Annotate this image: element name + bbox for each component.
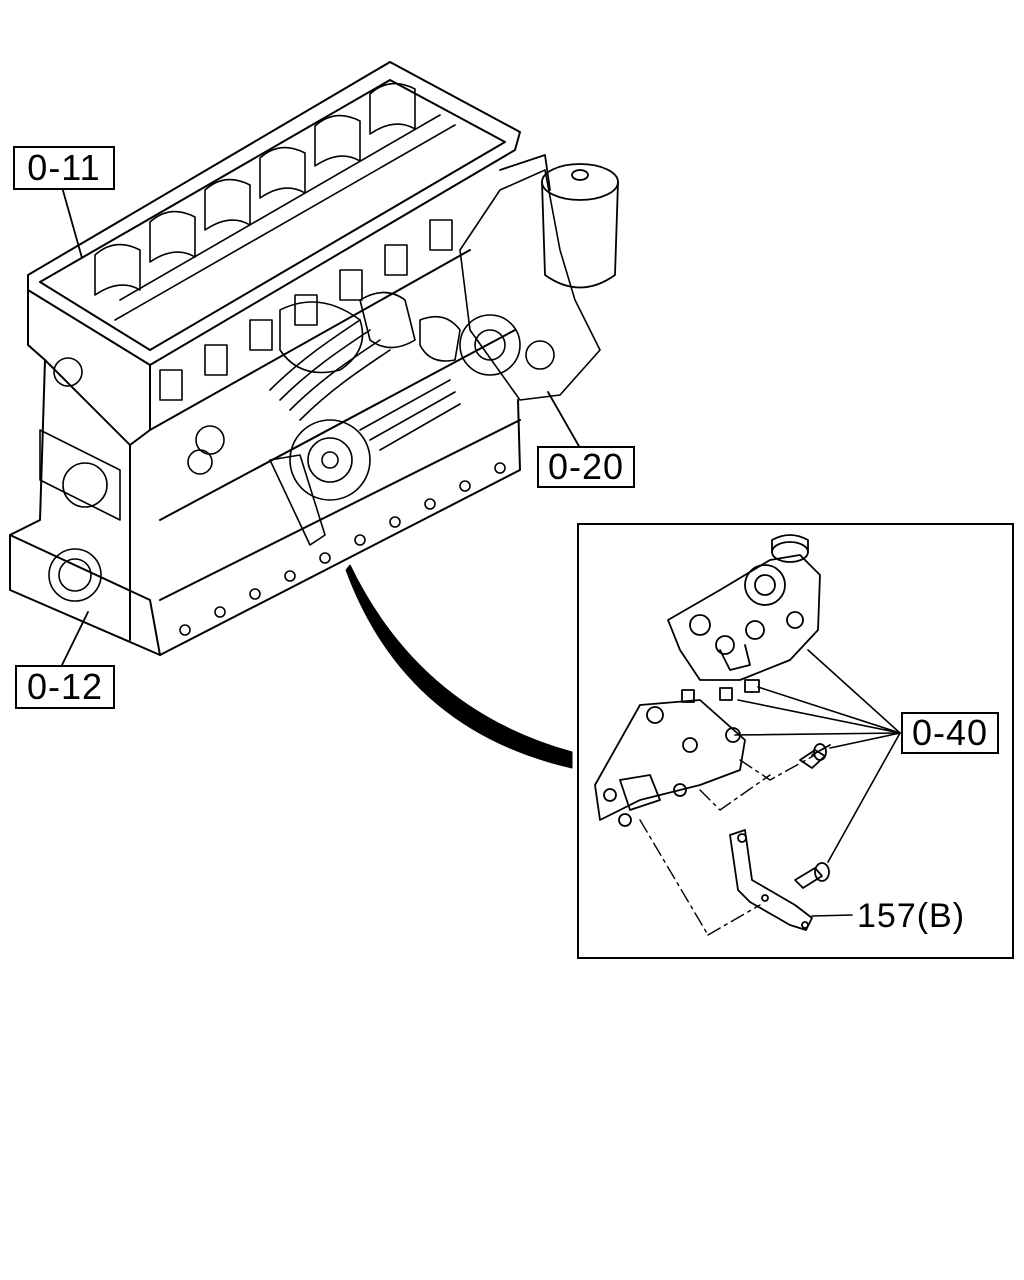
callout-block-ref: 0-11	[13, 146, 115, 190]
callout-pump-ref: 0-40	[901, 712, 999, 754]
callout-front-ref: 0-20	[537, 446, 635, 488]
callout-crank-ref: 0-12	[15, 665, 115, 709]
callout-bracket-ref: 157(B)	[857, 897, 966, 935]
engine-block-illustration	[9, 61, 619, 656]
pump-detail-illustration	[594, 534, 831, 936]
inset-leader-lines	[734, 649, 901, 917]
pump-detail-inset-frame	[577, 523, 1014, 959]
leader-lines	[61, 186, 581, 666]
detail-connector-arc	[345, 564, 573, 769]
